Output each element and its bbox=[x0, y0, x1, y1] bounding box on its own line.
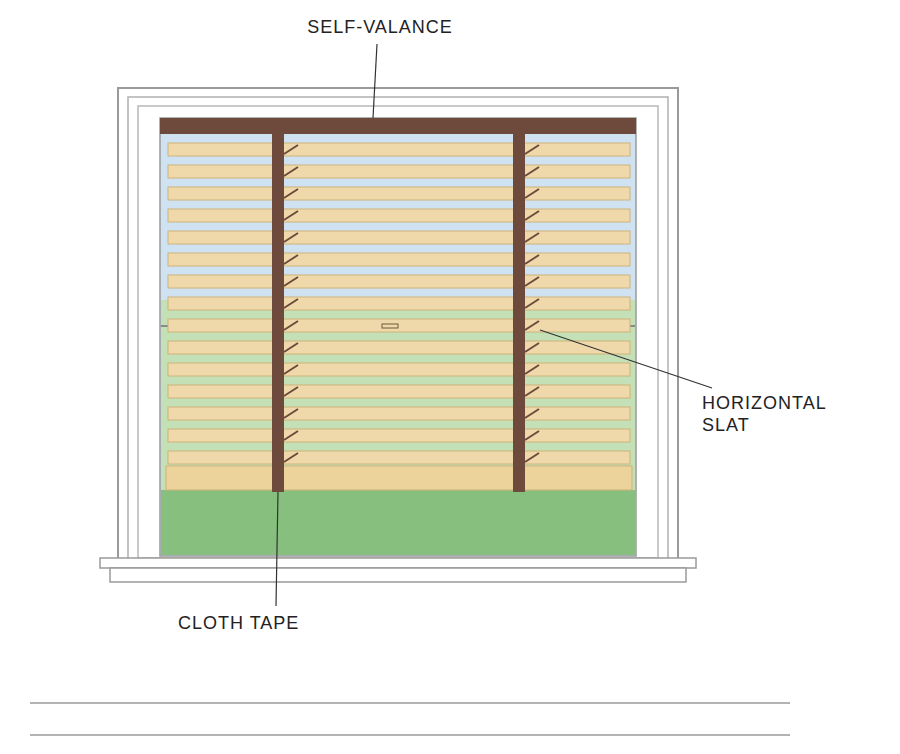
slat bbox=[168, 209, 630, 222]
leader-line bbox=[373, 44, 377, 118]
lawn bbox=[161, 490, 635, 555]
leader-lines bbox=[276, 44, 712, 606]
slat bbox=[168, 385, 630, 398]
slat bbox=[168, 297, 630, 310]
part-label: HORIZONTAL SLAT bbox=[702, 392, 862, 436]
leader-line bbox=[540, 330, 712, 388]
frame-inner bbox=[138, 106, 658, 558]
slat bbox=[168, 143, 630, 156]
slat bbox=[168, 165, 630, 178]
cloth-tape bbox=[513, 134, 525, 492]
window-frame bbox=[100, 88, 696, 582]
sash-lock bbox=[382, 324, 398, 328]
self-valance bbox=[160, 118, 636, 134]
slats bbox=[166, 143, 632, 490]
glass bbox=[160, 118, 636, 556]
rule bbox=[30, 734, 790, 736]
tape-rungs bbox=[284, 145, 539, 462]
slat bbox=[168, 231, 630, 244]
slat bbox=[168, 253, 630, 266]
rule bbox=[30, 702, 790, 704]
part-label: CLOTH TAPE bbox=[178, 612, 378, 634]
leader-line bbox=[276, 492, 278, 606]
slat bbox=[168, 407, 630, 420]
sill bbox=[100, 558, 696, 568]
cloth-tapes bbox=[272, 134, 525, 492]
part-label: SELF-VALANCE bbox=[280, 16, 480, 38]
cloth-tape bbox=[272, 134, 284, 492]
slat bbox=[168, 275, 630, 288]
slat bbox=[168, 363, 630, 376]
page-rules bbox=[30, 703, 790, 735]
slat bbox=[168, 429, 630, 442]
rungs-right bbox=[525, 145, 539, 462]
apron bbox=[110, 568, 686, 582]
bottom-rail bbox=[166, 466, 632, 490]
slat bbox=[168, 187, 630, 200]
frame-outer bbox=[118, 88, 678, 562]
slat bbox=[168, 319, 630, 332]
frame-mid bbox=[128, 97, 668, 559]
slat bbox=[168, 341, 630, 354]
slat bbox=[168, 451, 630, 464]
rungs-left bbox=[284, 145, 298, 462]
